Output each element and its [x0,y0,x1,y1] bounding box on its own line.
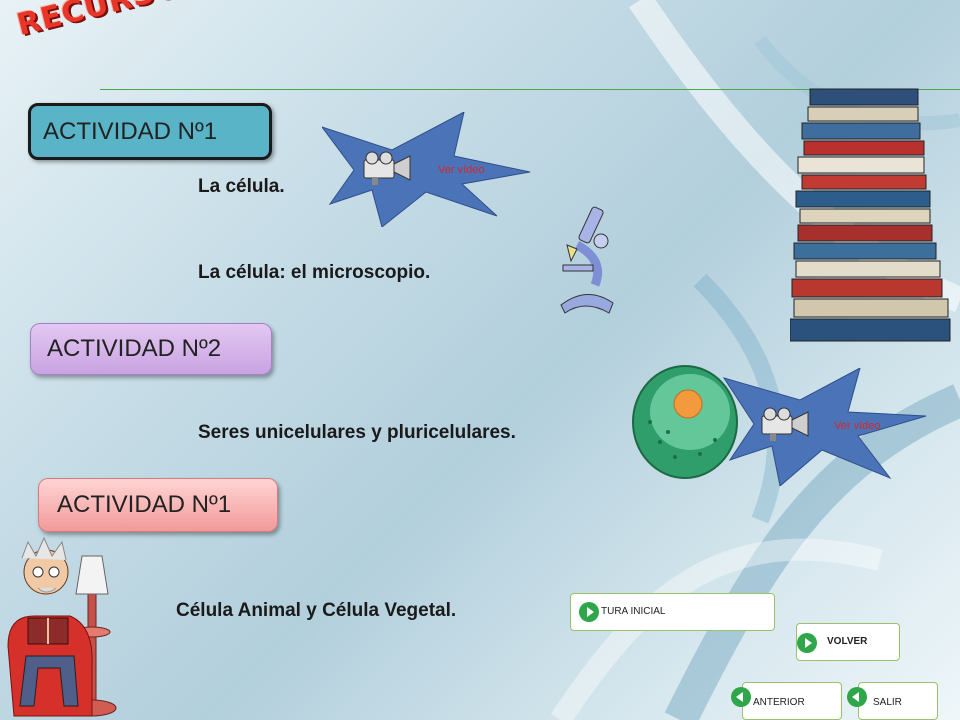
microscope-icon [560,206,614,314]
salir-label: SALIR [873,697,902,708]
reading-professor-icon [7,536,117,717]
back-arrow-icon [731,687,751,707]
volver-button[interactable]: VOLVER [796,623,900,661]
topic-animal-vegetal[interactable]: Célula Animal y Célula Vegetal. [176,600,457,621]
video-link-1-label[interactable]: Ver vídeo [438,164,485,176]
video-link-2-label[interactable]: Ver vídeo [834,420,881,432]
lectura-inicial-label: TURA INICIAL [601,606,666,617]
topic-microscope[interactable]: La célula: el microscopio. [198,262,431,283]
topic-cell[interactable]: La célula. [198,176,285,197]
burst-shape [320,111,531,228]
activity-3-button[interactable]: ACTIVIDAD Nº1 [38,478,278,532]
activity-2-button[interactable]: ACTIVIDAD Nº2 [30,323,272,375]
play-arrow-icon [579,602,599,622]
video-camera-icon [761,407,809,441]
burst-shape [722,367,927,487]
video-camera-icon [363,151,411,185]
anterior-button[interactable]: ANTERIOR [731,682,842,720]
activity-1-button[interactable]: ACTIVIDAD Nº1 [28,103,272,160]
title-divider [100,89,960,90]
video-link-1[interactable]: Ver vídeo [320,111,532,228]
lectura-inicial-button[interactable]: TURA INICIAL [570,593,775,631]
volver-label: VOLVER [827,636,868,647]
cell-illustration-icon [632,365,738,479]
play-arrow-icon [797,633,817,653]
salir-button[interactable]: SALIR [847,682,938,720]
topic-uni-pluri[interactable]: Seres unicelulares y pluricelulares. [198,422,516,443]
anterior-label: ANTERIOR [753,697,805,708]
video-link-2[interactable]: Ver vídeo [720,367,930,487]
back-arrow-icon [847,687,867,707]
books-stack-icon [790,88,951,342]
